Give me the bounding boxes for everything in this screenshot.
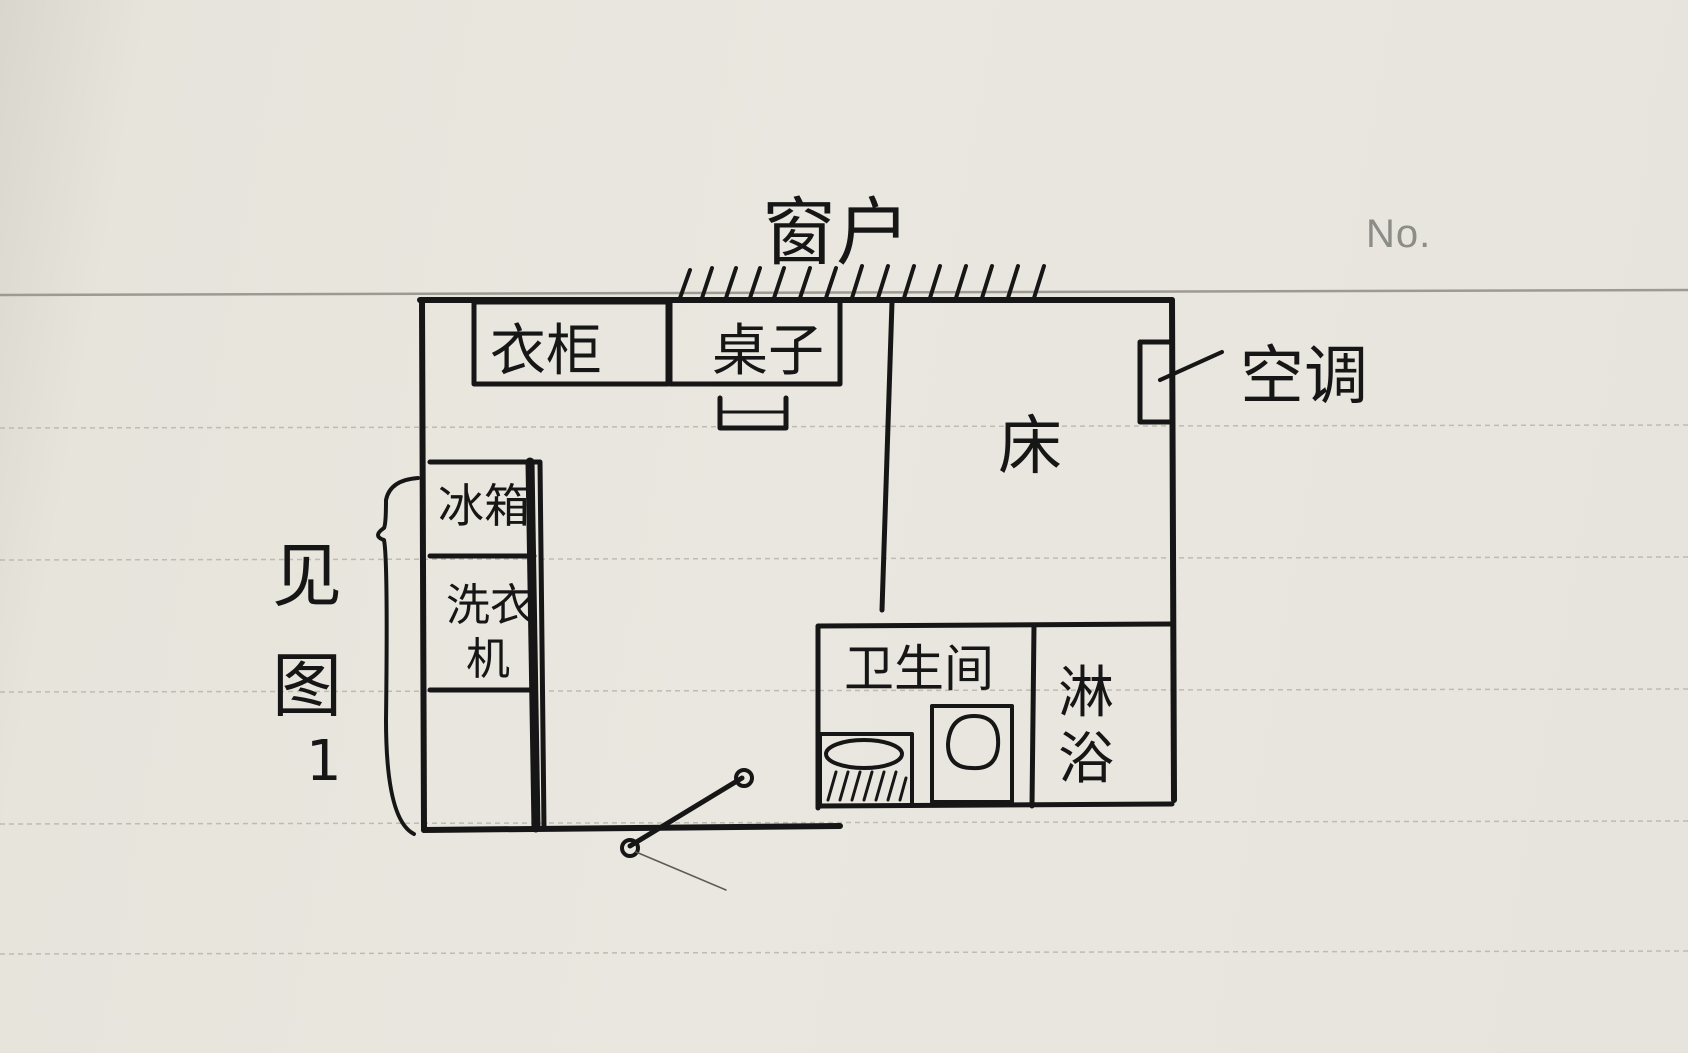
see-figure-label-3: 1 [306, 729, 342, 794]
table-label: 桌子 [712, 319, 824, 384]
toilet-bowl [946, 714, 1001, 771]
shower-divider [1029, 623, 1037, 809]
fridge-label: 冰箱 [438, 479, 530, 533]
door-hinge [620, 838, 640, 858]
toilet-box [930, 704, 1014, 804]
sink-cabinet [818, 732, 914, 808]
counter-edge [525, 457, 541, 833]
partition-wall [879, 299, 895, 613]
bed-label: 床 [998, 410, 1062, 484]
door-swing-line [635, 851, 727, 891]
shower-label-line2: 浴 [1058, 727, 1114, 792]
ruled-line [0, 688, 1688, 693]
washer-label-line2: 机 [466, 634, 510, 685]
ruled-line [0, 820, 1688, 825]
wall-bottom [421, 823, 843, 833]
page-number-label: No. [1366, 212, 1432, 256]
appliance-cabinet [427, 459, 547, 831]
ruled-lines [0, 288, 1688, 955]
wardrobe-label: 衣柜 [490, 319, 602, 384]
ruled-line [0, 556, 1688, 561]
labels: 窗户 衣柜 桌子 空调 床 冰箱 洗衣 机 卫生间 淋 浴 见 图 1 [272, 190, 1368, 794]
shower-label-line1: 淋 [1058, 661, 1114, 726]
bracket-brace [376, 476, 420, 836]
air-conditioner-label: 空调 [1240, 340, 1368, 414]
ac-pointer-line [1158, 350, 1224, 382]
wall-left [419, 299, 427, 833]
air-conditioner-box [1137, 339, 1175, 425]
sink-basin [824, 738, 904, 770]
see-figure-label-2: 图 [272, 645, 342, 727]
bathroom-label: 卫生间 [844, 640, 994, 698]
top-margin-line [0, 288, 1688, 297]
door-knob [734, 768, 754, 788]
sink-hatching [826, 770, 908, 802]
ruled-line [0, 424, 1688, 429]
window-hatching [678, 264, 1046, 300]
ruled-line [0, 950, 1688, 955]
table-box [667, 297, 843, 387]
door-leaf [627, 775, 745, 849]
washer-label-line1: 洗衣 [446, 580, 534, 631]
see-figure-label-1: 见 [272, 535, 342, 617]
window-label: 窗户 [762, 190, 910, 276]
